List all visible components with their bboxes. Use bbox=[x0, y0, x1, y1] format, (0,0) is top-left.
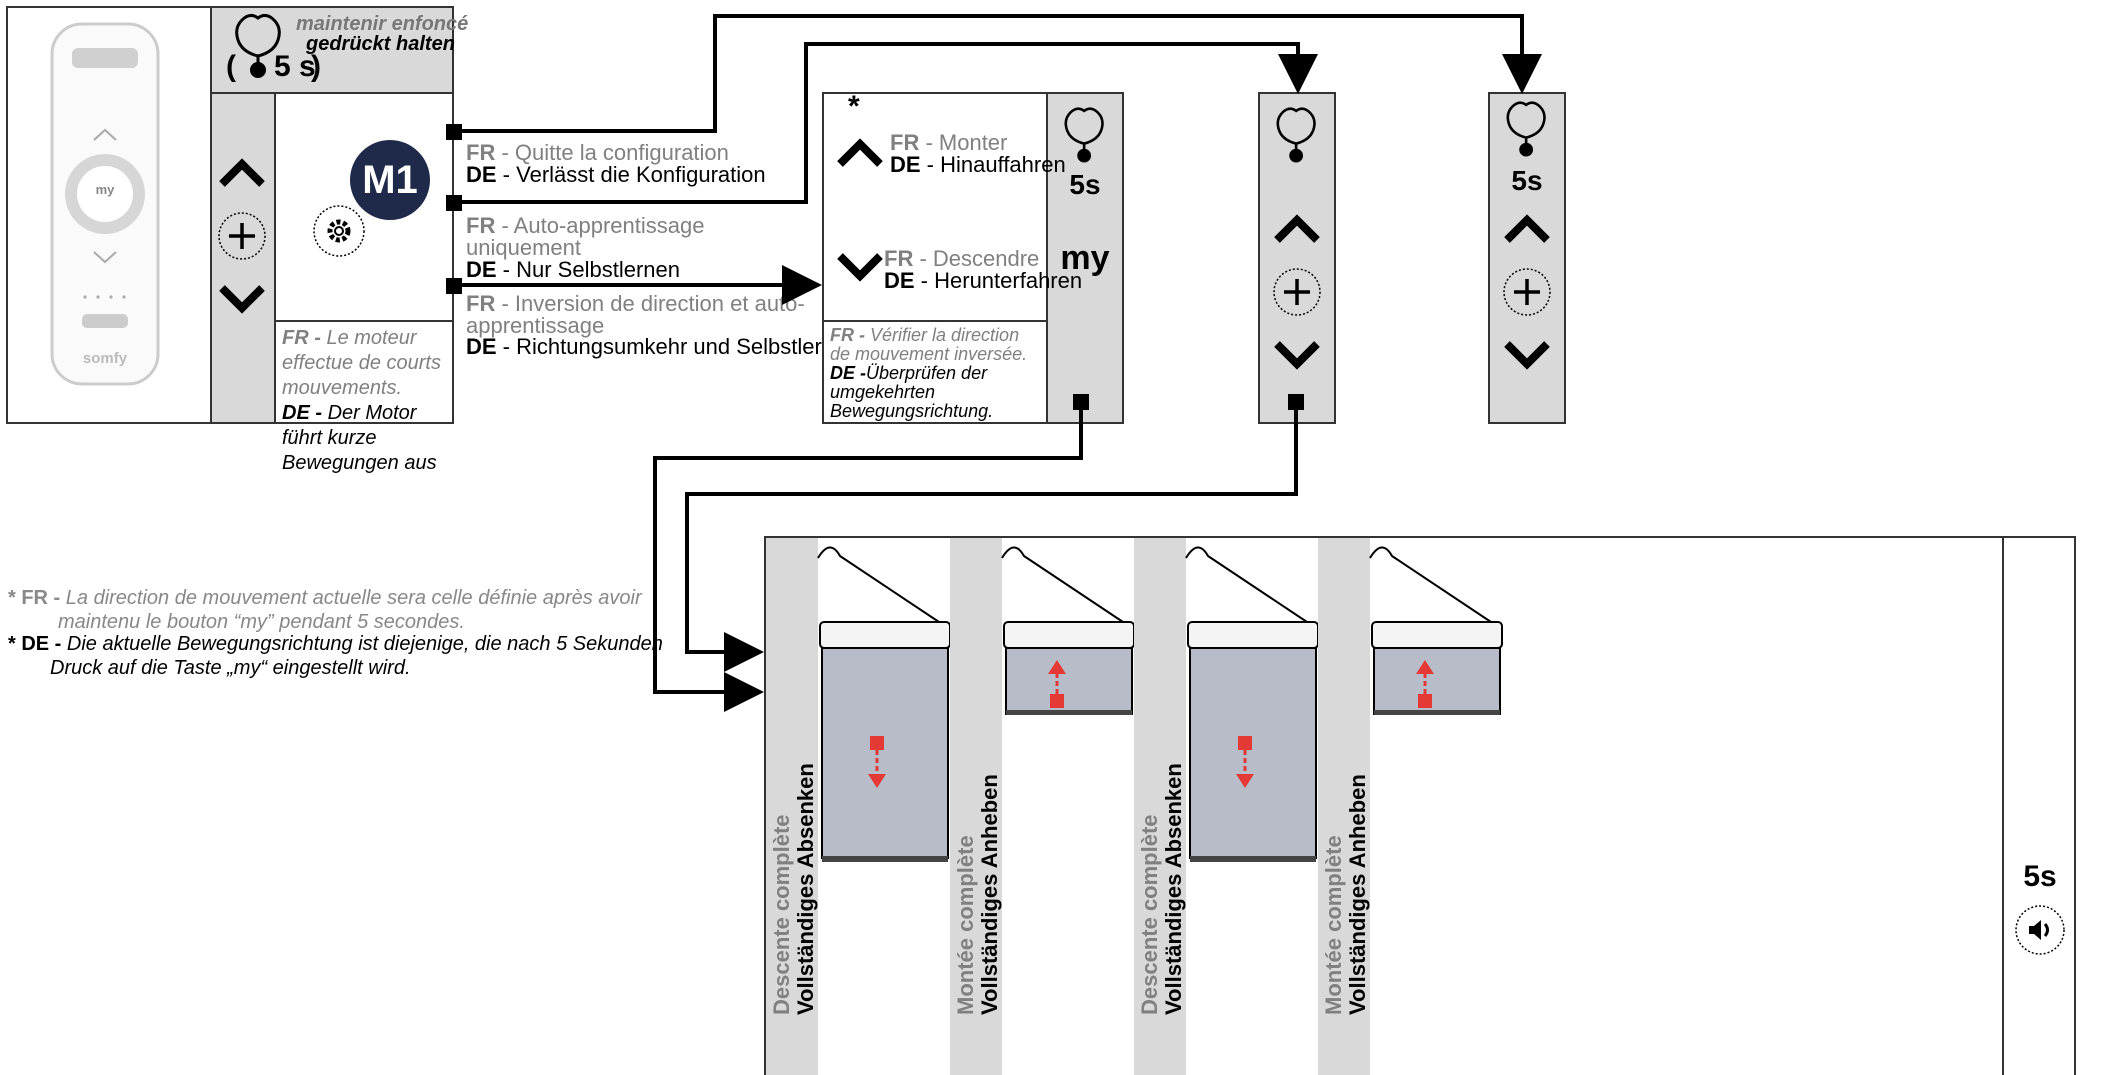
chevron-down-icon bbox=[837, 253, 883, 282]
chevron-up-icon bbox=[837, 138, 883, 167]
finger-press-icon bbox=[235, 13, 281, 78]
direction-down-de: DE - Herunterfahren bbox=[884, 268, 1083, 293]
direction-note: FR - Vérifier la direction de mouvement … bbox=[830, 325, 1028, 421]
m1-note: FR - Le moteur effectue de courts mouvem… bbox=[282, 326, 448, 476]
option-3-fr: FR - Inversion de direction et auto- bbox=[466, 291, 805, 316]
option-3-fr-line2: apprentissage bbox=[466, 313, 605, 338]
m1-note-fr: Le moteur effectue de courts mouvements. bbox=[282, 327, 441, 399]
blind-down-icon bbox=[1185, 546, 1319, 862]
hold-paren-open: ( bbox=[226, 50, 236, 83]
footnote-fr-line2: maintenu le bouton “my” pendant 5 second… bbox=[58, 611, 465, 633]
blind-up-icon bbox=[1001, 546, 1135, 715]
hold-header bbox=[210, 6, 454, 94]
m1-note-fr-prefix: FR - bbox=[282, 327, 321, 349]
direction-up-de: DE - Hinauffahren bbox=[890, 152, 1066, 177]
chevron-down-icon bbox=[1504, 341, 1550, 370]
direction-my-label: my bbox=[1060, 239, 1110, 277]
option-1-fr: FR - Quitte la configuration bbox=[466, 140, 729, 165]
chevron-up-icon bbox=[219, 158, 265, 187]
right-panel-duration: 5s bbox=[1511, 165, 1543, 196]
remote-brand: somfy bbox=[82, 350, 128, 367]
sequence-step-1-label-bg bbox=[766, 538, 818, 1075]
chevron-down-icon bbox=[219, 285, 265, 314]
gear-icon bbox=[313, 205, 365, 257]
footnote-de: * DE - Die aktuelle Bewegungsrichtung is… bbox=[8, 633, 663, 655]
speaker-icon bbox=[2015, 905, 2065, 955]
direction-note-divider bbox=[822, 320, 1048, 322]
m1-note-de-prefix: DE - bbox=[282, 402, 322, 424]
direction-asterisk: * bbox=[848, 90, 860, 123]
hold-paren-close: ) bbox=[311, 50, 321, 83]
direction-button-column bbox=[1046, 92, 1124, 424]
direction-up-fr: FR - Monter bbox=[890, 130, 1008, 155]
chevron-up-icon bbox=[1274, 214, 1320, 243]
m1-note-divider bbox=[274, 320, 454, 322]
sequence-step-3-label-bg bbox=[1134, 538, 1186, 1075]
option-2-fr-line2: uniquement bbox=[466, 235, 581, 260]
chevron-up-icon bbox=[1504, 214, 1550, 243]
footnote-fr: * FR - La direction de mouvement actuell… bbox=[8, 587, 642, 609]
sequence-end-divider bbox=[2002, 538, 2004, 1075]
option-2-fr: FR - Auto-apprentissage bbox=[466, 213, 705, 238]
plus-icon bbox=[1503, 268, 1551, 316]
plus-icon bbox=[218, 212, 266, 260]
direction-duration: 5s bbox=[1069, 169, 1101, 200]
option-2-de: DE - Nur Selbstlernen bbox=[466, 257, 680, 282]
m1-panel bbox=[274, 92, 454, 424]
finger-press-icon bbox=[1064, 107, 1104, 163]
blind-up-icon bbox=[1369, 546, 1503, 715]
chevron-down-icon bbox=[1274, 341, 1320, 370]
finger-press-icon bbox=[1506, 101, 1546, 157]
option-3-de: DE - Richtungsumkehr und Selbstlernen bbox=[466, 334, 859, 359]
hold-text-fr: maintenir enfoncé bbox=[296, 13, 469, 35]
hold-duration: 5 s bbox=[274, 50, 316, 83]
finger-press-icon bbox=[1276, 107, 1316, 163]
plus-icon bbox=[1273, 268, 1321, 316]
blind-down-icon bbox=[817, 546, 951, 862]
footnote-de-line2: Druck auf die Taste „my“ eingestellt wir… bbox=[50, 657, 411, 679]
sequence-step-4-label-bg bbox=[1318, 538, 1370, 1075]
m1-badge: M1 bbox=[350, 140, 430, 220]
hold-text-de: gedrückt halten bbox=[306, 33, 455, 55]
m1-note-de: Der Motor führt kurze Bewegungen aus bbox=[282, 402, 437, 474]
option-1-de: DE - Verlässt die Konfiguration bbox=[466, 162, 766, 187]
remote-my-button: my bbox=[95, 182, 115, 197]
direction-down-fr: FR - Descendre bbox=[884, 246, 1040, 271]
sequence-step-2-label-bg bbox=[950, 538, 1002, 1075]
sequence-end-duration: 5s bbox=[2023, 860, 2057, 893]
remote-icon bbox=[50, 22, 160, 386]
